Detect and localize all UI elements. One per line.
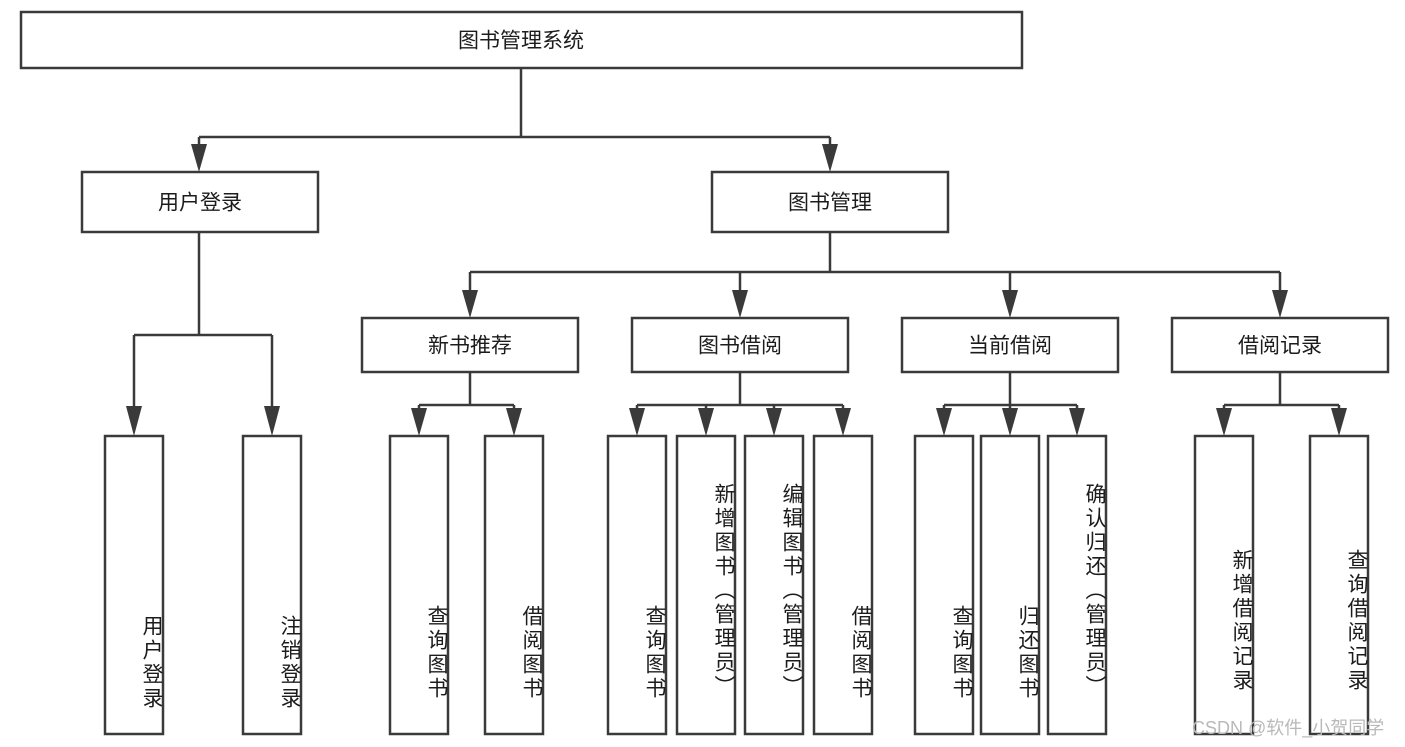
arrow-head-new-book-leaf-2 [506,408,522,436]
node-new-book-recommend-label: 新书推荐 [428,335,512,358]
connector-group-root [191,68,838,172]
arrow-head-user-login-leaf-1 [126,406,142,436]
node-borrow-record-label: 借阅记录 [1238,335,1322,358]
arrow-head-user-login-leaf-2 [264,406,280,436]
arrow-head-current-borrow-leaf-2 [1002,408,1018,436]
node-book-manage[interactable]: 图书管理 [710,170,950,234]
node-new-book-recommend-box[interactable] [360,316,580,374]
connector-group-borrow-record [1216,372,1347,436]
arrow-head-borrow-record-leaf-2 [1331,408,1347,436]
arrow-head-book-manage-child-4 [1272,290,1288,318]
leaf-box-book-borrow-1[interactable] [606,434,668,736]
node-borrow-record-box[interactable] [1170,316,1390,374]
leaf-box-user-login-2[interactable] [241,434,303,736]
leaf-box-new-book-2[interactable] [483,434,545,736]
arrow-head-book-borrow-leaf-1 [629,408,645,436]
connector-group-book-borrow [629,372,851,436]
arrow-head-current-borrow-leaf-1 [936,408,952,436]
csdn-watermark: CSDN @软件_小贺同学 [1192,718,1385,738]
node-book-manage-label: 图书管理 [788,192,872,215]
connector-group-current-borrow [936,372,1085,436]
leaf-box-current-borrow-3[interactable] [1046,434,1108,736]
leaf-box-book-borrow-4[interactable] [812,434,874,736]
node-book-borrow[interactable]: 图书借阅 [630,316,850,374]
arrow-head-book-borrow-leaf-2 [698,408,714,436]
node-book-manage-box[interactable] [710,170,950,234]
leaf-box-book-borrow-3[interactable] [743,434,805,736]
arrow-head-root-to-book-manage [822,144,838,172]
connector-group-new-book [411,372,522,436]
node-root-box[interactable] [19,10,1024,70]
node-book-borrow-box[interactable] [630,316,850,374]
arrow-head-borrow-record-leaf-1 [1216,408,1232,436]
arrow-head-book-borrow-leaf-4 [835,408,851,436]
arrow-head-new-book-leaf-1 [411,408,427,436]
node-root-label: 图书管理系统 [458,30,584,53]
leaf-box-borrow-record-1[interactable] [1193,434,1255,736]
node-current-borrow-box[interactable] [900,316,1120,374]
arrow-head-current-borrow-leaf-3 [1069,408,1085,436]
connector-group-book-manage [462,232,1288,318]
node-user-login-box[interactable] [80,170,320,234]
leaf-box-current-borrow-2[interactable] [979,434,1041,736]
connector-group-user-login [126,232,280,436]
leaf-box-user-login-1[interactable] [103,434,165,736]
node-current-borrow-label: 当前借阅 [968,335,1052,358]
leaf-box-book-borrow-2[interactable] [675,434,737,736]
node-book-borrow-label: 图书借阅 [698,335,782,358]
node-root[interactable]: 图书管理系统 [19,10,1024,70]
leaf-box-new-book-1[interactable] [388,434,450,736]
arrow-head-root-to-user-login [191,144,207,172]
leaf-boxes [103,434,1370,736]
node-new-book-recommend[interactable]: 新书推荐 [360,316,580,374]
node-current-borrow[interactable]: 当前借阅 [900,316,1120,374]
leaf-box-borrow-record-2[interactable] [1308,434,1370,736]
arrow-head-book-manage-child-2 [732,290,748,318]
node-user-login[interactable]: 用户登录 [80,170,320,234]
node-borrow-record[interactable]: 借阅记录 [1170,316,1390,374]
arrow-head-book-borrow-leaf-3 [766,408,782,436]
arrow-head-book-manage-child-3 [1002,290,1018,318]
leaf-box-current-borrow-1[interactable] [913,434,975,736]
arrow-head-book-manage-child-1 [462,290,478,318]
node-user-login-label: 用户登录 [158,192,242,215]
